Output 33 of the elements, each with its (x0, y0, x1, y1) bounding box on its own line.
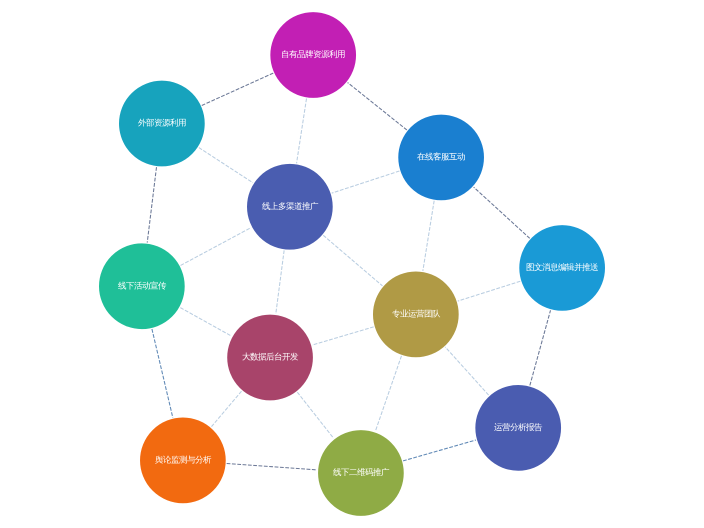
node-circle: 外部资源利用 (117, 78, 207, 168)
node-circle: 大数据后台开发 (225, 312, 315, 402)
connector (296, 98, 308, 164)
connector (180, 227, 252, 266)
node-circle: 运营分析报告 (473, 383, 563, 473)
connector (402, 439, 476, 462)
connector (180, 307, 232, 337)
connector (347, 82, 408, 130)
connector (146, 167, 158, 243)
connector (473, 186, 530, 239)
node-circle: 线下活动宣传 (97, 241, 187, 331)
connector (296, 392, 334, 439)
connector (529, 310, 552, 386)
connector (202, 72, 274, 106)
node-circle: 线下二维码推广 (316, 428, 406, 518)
node-circle: 线上多渠道推广 (245, 162, 335, 252)
connector (374, 356, 402, 432)
connector (458, 280, 520, 302)
connector (211, 390, 242, 427)
connector (312, 326, 374, 346)
connector (444, 346, 489, 396)
connector (275, 250, 285, 314)
connector (332, 170, 400, 194)
node-circle: 图文消息编辑并推送 (517, 223, 607, 313)
connector (322, 234, 383, 286)
connector (198, 147, 254, 184)
node-circle: 专业运营团队 (371, 270, 461, 360)
connector (226, 462, 318, 470)
node-circle: 在线客服互动 (396, 112, 486, 202)
node-circle: 舆论监测与分析 (138, 416, 228, 506)
node-circle: 自有品牌资源利用 (268, 10, 358, 100)
connector (151, 328, 174, 418)
connector (422, 200, 435, 272)
